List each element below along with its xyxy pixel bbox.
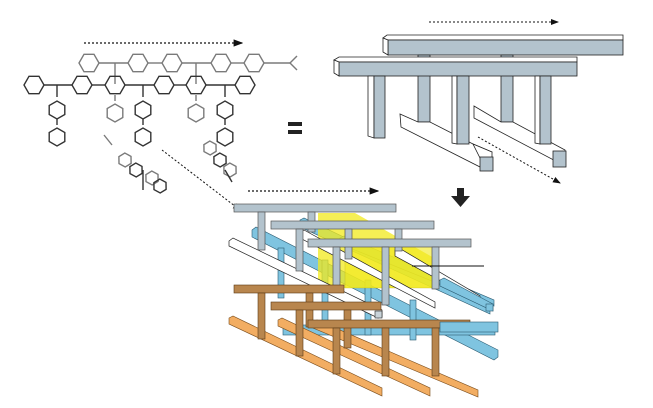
side-chain-ring [134,127,152,147]
tail-ring [223,162,237,178]
tail-ring [153,178,167,194]
front-comb-beam [333,56,578,145]
back-chain-ring [78,53,100,73]
front-chain-ring [23,75,45,95]
tail-ring [145,170,159,186]
front-chain-ring [234,75,256,95]
tail-ring [213,152,227,168]
stacked-lattice [228,187,499,398]
back-chain-ring [127,53,149,73]
side-chain-ring [187,103,205,123]
side-chain-ring [134,100,152,120]
back-chain-ring [210,53,232,73]
side-chain-ring [48,100,66,120]
tail-ring [203,140,217,156]
tail-bond [224,169,233,183]
back-chain-ring [243,53,265,73]
bond [289,55,298,64]
side-chain-ring [106,103,124,123]
front-chain-ring [71,75,93,95]
side-chain-ring [48,127,66,147]
bond [289,62,298,71]
molecule-to-lattice-arrow [161,149,241,211]
orange-layer [228,284,499,398]
gray-t-beam-3 [307,238,472,306]
side-chain-ring [216,127,234,147]
comb-beam-model [333,19,624,184]
blue-front-beams [439,277,494,312]
tail-ring [118,152,132,168]
equals-sign [288,122,302,134]
side-chain-ring [216,100,234,120]
tail-bond [103,134,113,146]
tail-ring [129,162,143,178]
molecular-structure [23,53,298,194]
down-arrow-icon [451,188,470,207]
back-chain-ring [161,53,183,73]
front-chain-ring [153,75,175,95]
